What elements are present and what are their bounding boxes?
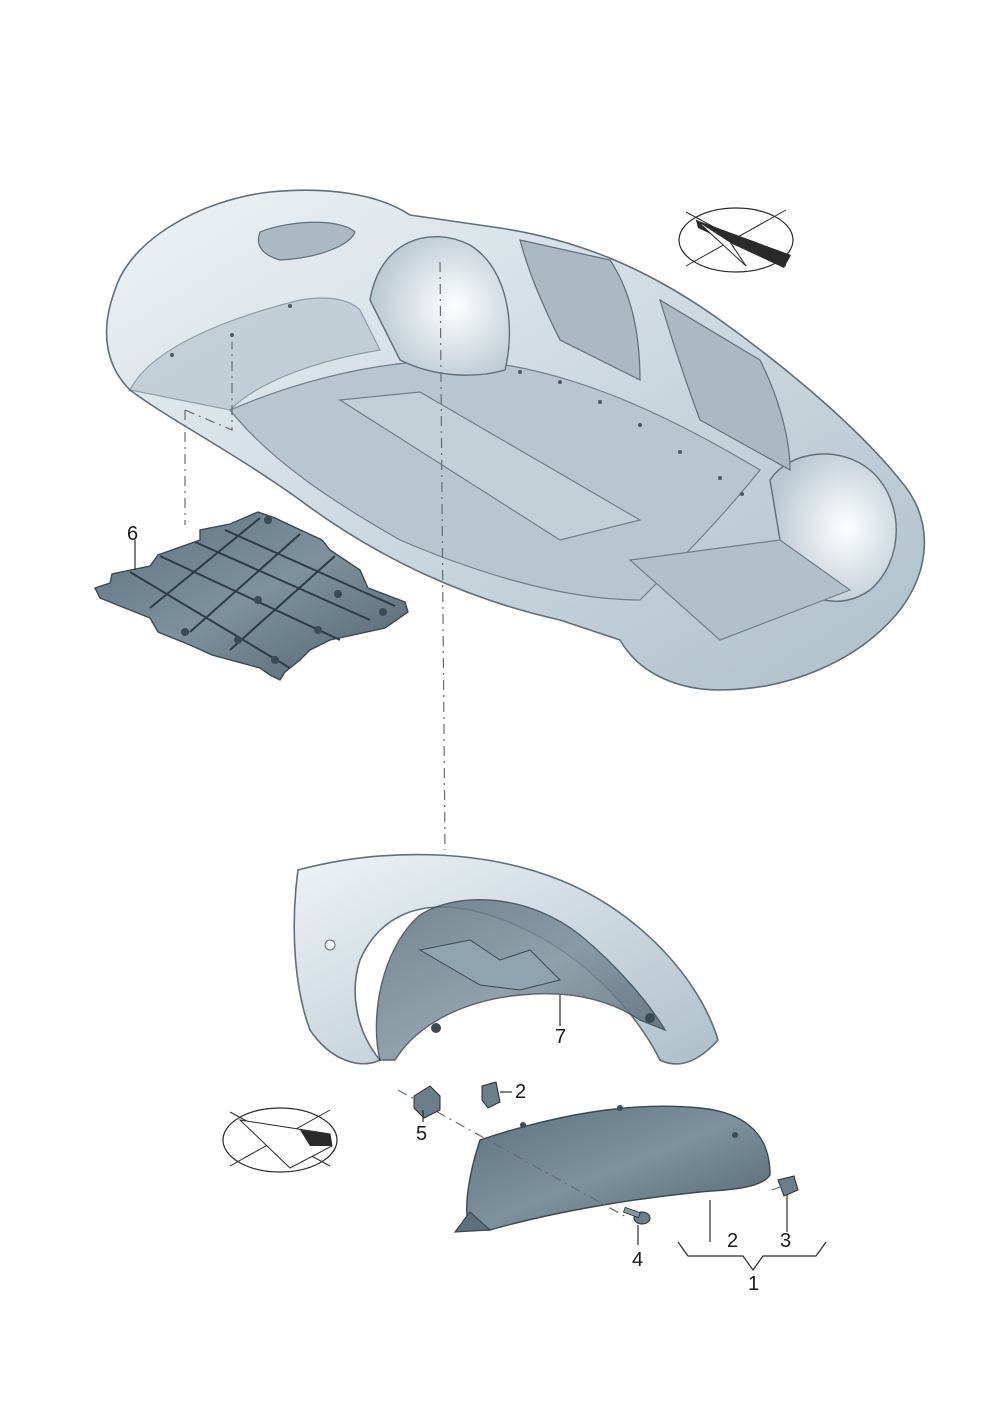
clip-part-5: [413, 1085, 441, 1119]
callout-leaders: [134, 540, 827, 1272]
orientation-arrow-icon: [678, 207, 794, 273]
callout-7: 7: [555, 1026, 566, 1048]
callout-1: 1: [748, 1273, 759, 1295]
clip-part-2-top: [481, 1081, 501, 1109]
assembly-line-6b: [184, 342, 233, 431]
rear-liner-section: [453, 1105, 771, 1233]
callout-2-clip: 2: [515, 1081, 526, 1103]
clip-part-3: [771, 1175, 799, 1197]
callout-5: 5: [416, 1123, 427, 1145]
callout-4: 4: [632, 1249, 643, 1271]
wheel-housing-liner: [293, 853, 719, 1065]
callout-2-bracket: 2: [727, 1230, 738, 1252]
screw-part-4: [622, 1206, 651, 1225]
car-underbody: [105, 189, 926, 691]
callout-6: 6: [127, 523, 138, 545]
underbody-guard-panel: [94, 511, 409, 681]
orientation-arrow-icon: [222, 1107, 338, 1173]
body-mounting-points: [170, 304, 744, 496]
assembly-line-7: [439, 261, 446, 851]
callout-3: 3: [780, 1230, 791, 1252]
